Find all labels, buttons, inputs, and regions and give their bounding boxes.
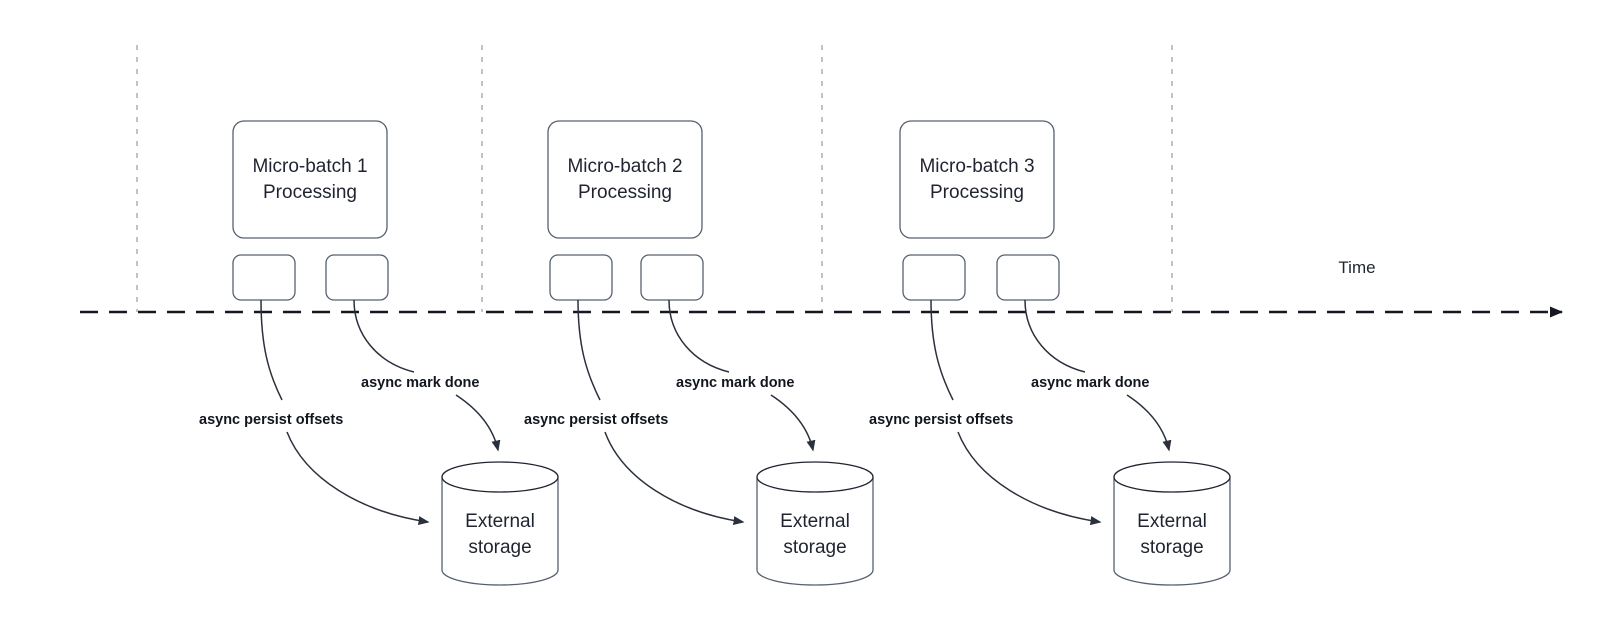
micro-batch-1-task-box-a[interactable] (232, 254, 296, 301)
micro-batch-3-box[interactable] (899, 120, 1055, 239)
external-storage-2-body (756, 477, 874, 586)
micro-batch-3-mark-done-curve-tail (1126, 394, 1172, 452)
external-storage-2-top (756, 461, 874, 493)
external-storage-2-label-line1: External (780, 511, 850, 532)
external-storage-3-top (1113, 461, 1231, 493)
micro-batch-2-task-box-a[interactable] (549, 254, 613, 301)
micro-batch-3-label-line2: Processing (930, 182, 1024, 203)
micro-batch-3-label-line1: Micro-batch 3 (919, 156, 1034, 177)
external-storage-1[interactable]: External storage (441, 461, 559, 586)
micro-batch-3-persist-offsets-curve (930, 299, 954, 401)
external-storage-2[interactable]: External storage (756, 461, 874, 586)
micro-batch-2-persist-offsets-label: async persist offsets (524, 412, 668, 428)
micro-batch-2-mark-done-curve-tail (770, 394, 816, 452)
micro-batch-2-mark-done-curve (668, 299, 730, 373)
micro-batch-2-label-line1: Micro-batch 2 (567, 156, 682, 177)
micro-batch-1-mark-done-curve (353, 299, 415, 373)
group-3: Micro-batch 3 Processing async persist o… (869, 120, 1231, 586)
micro-batch-3-task-box-a[interactable] (902, 254, 966, 301)
micro-batch-3-mark-done-curve (1024, 299, 1086, 373)
micro-batch-1-mark-done-curve-tail (455, 394, 501, 452)
micro-batch-1-label-line2: Processing (263, 182, 357, 203)
micro-batch-2-label-line2: Processing (578, 182, 672, 203)
micro-batch-1-persist-offsets-curve-tail (286, 431, 430, 526)
external-storage-2-label-line2: storage (783, 537, 846, 558)
micro-batch-1-label-line1: Micro-batch 1 (252, 156, 367, 177)
external-storage-1-label-line1: External (465, 511, 535, 532)
external-storage-1-label-line2: storage (468, 537, 531, 558)
time-axis-label: Time (1338, 258, 1375, 277)
external-storage-1-top (441, 461, 559, 493)
tick-lines (136, 45, 1173, 312)
micro-batch-1-persist-offsets-curve (260, 299, 283, 401)
external-storage-3-label-line2: storage (1140, 537, 1203, 558)
micro-batch-2-mark-done-label: async mark done (676, 375, 794, 391)
group-2: Micro-batch 2 Processing async persist o… (524, 120, 874, 586)
micro-batch-2-persist-offsets-curve (577, 299, 601, 401)
external-storage-3[interactable]: External storage (1113, 461, 1231, 586)
micro-batch-3-persist-offsets-curve-tail (957, 431, 1102, 526)
micro-batch-3-mark-done-label: async mark done (1031, 375, 1149, 391)
micro-batch-1-persist-offsets-label: async persist offsets (199, 412, 343, 428)
external-storage-3-body (1113, 477, 1231, 586)
micro-batch-2-task-box-b[interactable] (640, 254, 704, 301)
group-1: Micro-batch 1 Processing async persist o… (199, 120, 559, 586)
micro-batch-1-box[interactable] (232, 120, 388, 239)
external-storage-1-body (441, 477, 559, 586)
micro-batch-2-box[interactable] (547, 120, 703, 239)
micro-batch-3-persist-offsets-label: async persist offsets (869, 412, 1013, 428)
micro-batch-1-mark-done-label: async mark done (361, 375, 479, 391)
micro-batch-1-task-box-b[interactable] (325, 254, 389, 301)
micro-batch-3-task-box-b[interactable] (996, 254, 1060, 301)
external-storage-3-label-line1: External (1137, 511, 1207, 532)
micro-batch-2-persist-offsets-curve-tail (604, 431, 745, 526)
